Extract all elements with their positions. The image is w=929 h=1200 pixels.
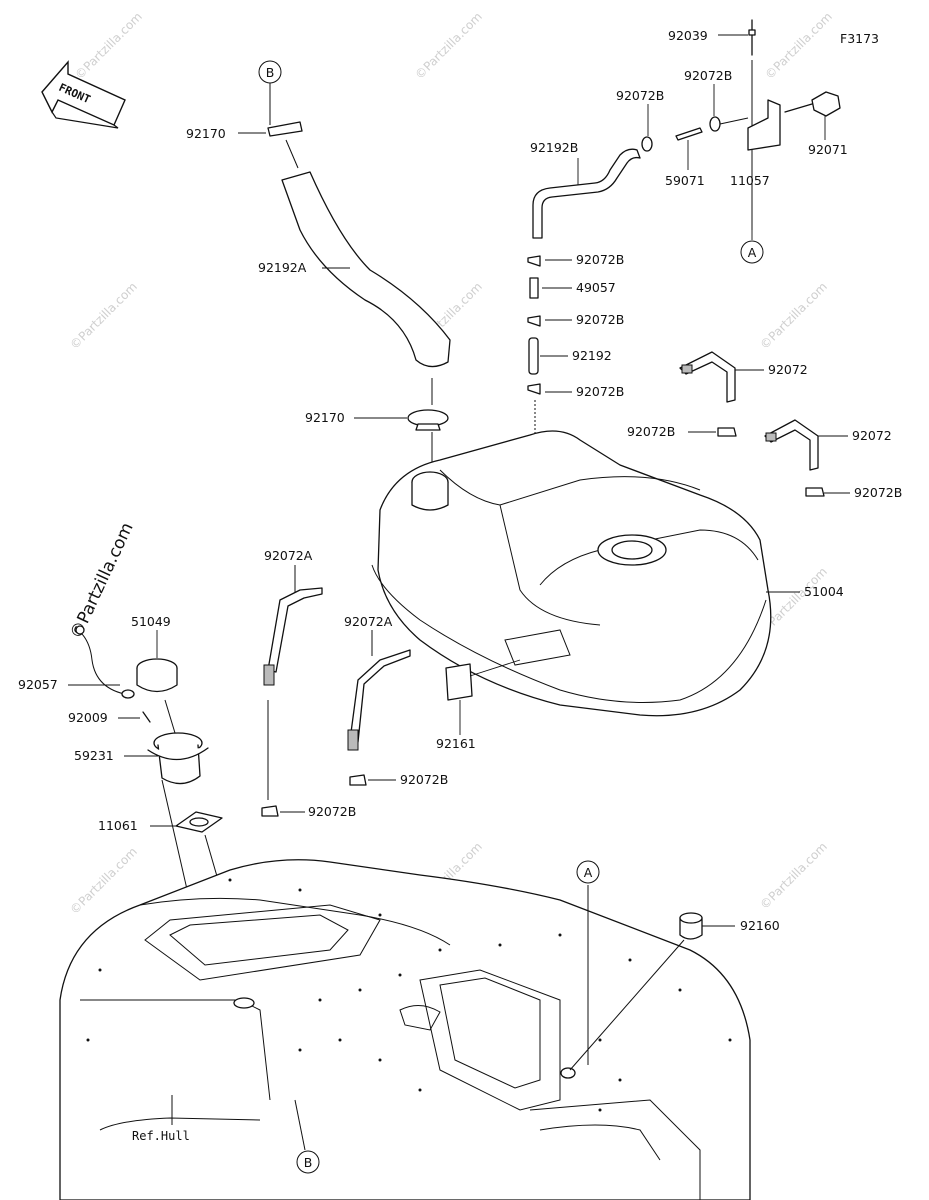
part-label: 92072B (576, 312, 624, 327)
part-label: 92072B (616, 88, 664, 103)
marker-b-label: B (266, 65, 275, 80)
part-label: 92072 (768, 362, 808, 377)
part-label: 92072A (344, 614, 393, 629)
part-label: 59071 (665, 173, 705, 188)
marker-a-label: A (584, 865, 593, 880)
part-label: 49057 (576, 280, 616, 295)
part-label: 11061 (98, 818, 138, 833)
part-label: 92161 (436, 736, 476, 751)
part-label: 92072B (400, 772, 448, 787)
vent-assembly (532, 19, 841, 240)
watermark-text: ©Partzilla.com (412, 9, 485, 82)
fuel-tank (371, 430, 800, 717)
marker-a-label: A (748, 245, 757, 260)
filler-hose (238, 121, 451, 470)
tank-straps-left (261, 565, 411, 817)
marker-a-top: A (740, 240, 764, 264)
part-label: 92071 (808, 142, 848, 157)
watermark-text: ©Partzilla.com (757, 279, 830, 352)
watermark-text: ©Partzilla.com (67, 844, 140, 917)
part-label: 92192 (572, 348, 612, 363)
marker-b-top: B (258, 60, 282, 125)
watermark-text: ©Partzilla.com (757, 839, 830, 912)
marker-a-hull: A (576, 860, 600, 884)
tank-pad (445, 659, 521, 735)
part-label: 92009 (68, 710, 108, 725)
part-label: 92072 (852, 428, 892, 443)
part-label: 92039 (668, 28, 708, 43)
watermark-text: ©Partzilla.com (762, 9, 835, 82)
part-label: 51049 (131, 614, 171, 629)
part-label: 92160 (740, 918, 780, 933)
part-label: 92192A (258, 260, 307, 275)
part-label: 92072B (308, 804, 356, 819)
part-label: 92072B (684, 68, 732, 83)
part-labels: 92039 92072B 92072B 92071 92192B 59071 1… (18, 28, 902, 1143)
part-label: 59231 (74, 748, 114, 763)
filler-cap-assembly (68, 625, 251, 991)
part-label: 92057 (18, 677, 58, 692)
part-label: 11057 (730, 173, 770, 188)
watermark-text: ©Partzilla.com (67, 279, 140, 352)
part-label: 92192B (530, 140, 578, 155)
part-label: 92072A (264, 548, 313, 563)
tank-straps-right (679, 351, 850, 497)
marker-b-label: B (304, 1155, 313, 1170)
ref-hull-label: Ref.Hull (132, 1129, 190, 1143)
part-label: 92072B (627, 424, 675, 439)
watermark-text: ©Partzilla.com (72, 9, 145, 82)
watermark-text-dark: ©Partzilla.com (66, 520, 137, 642)
part-label: 92170 (305, 410, 345, 425)
part-label: 92072B (854, 485, 902, 500)
hull (59, 859, 751, 1200)
diagram-code: F3173 (840, 31, 879, 46)
marker-b-hull: B (296, 1150, 320, 1174)
front-arrow-icon: FRONT (41, 60, 126, 129)
part-label: 92170 (186, 126, 226, 141)
part-label: 92072B (576, 252, 624, 267)
part-label: 92072B (576, 384, 624, 399)
part-label: 51004 (804, 584, 844, 599)
